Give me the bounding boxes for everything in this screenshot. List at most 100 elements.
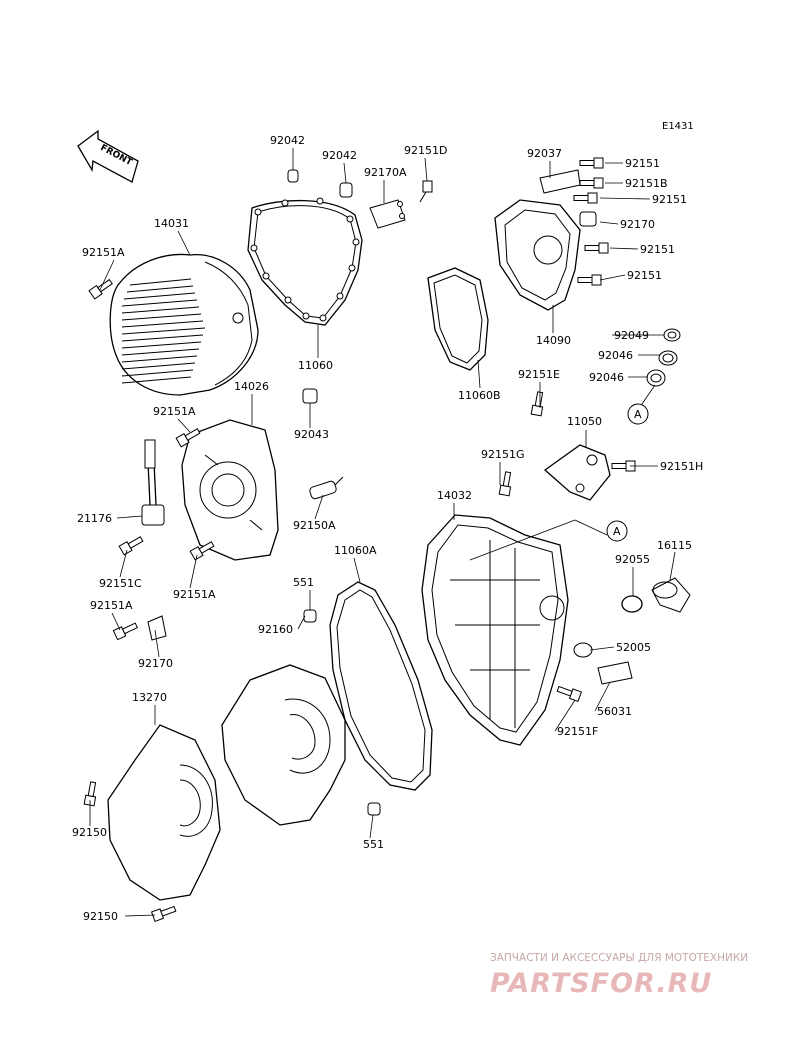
seal-icon bbox=[573, 642, 593, 658]
bolt-icon bbox=[112, 622, 139, 641]
gasket-11060 bbox=[247, 199, 363, 326]
part-label-92151A-b: 92151A bbox=[153, 405, 196, 418]
leader-line bbox=[116, 515, 143, 519]
bolt-icon bbox=[419, 180, 433, 203]
clamp-icon bbox=[147, 615, 167, 641]
dowel-icon bbox=[367, 802, 381, 816]
part-label-92151A-a: 92151A bbox=[82, 246, 125, 259]
leader-line bbox=[369, 814, 374, 839]
leader-line bbox=[477, 359, 481, 389]
guard-plate bbox=[221, 664, 346, 826]
sensor-21176 bbox=[141, 439, 165, 526]
part-label-92170A: 92170A bbox=[364, 166, 407, 179]
part-label-92037: 92037 bbox=[527, 147, 562, 160]
part-label-14032: 14032 bbox=[437, 489, 472, 502]
bolt-icon bbox=[556, 685, 583, 703]
bolt-icon bbox=[83, 781, 97, 807]
svg-text:A: A bbox=[634, 408, 642, 421]
leader-line bbox=[177, 230, 191, 256]
part-label-92055: 92055 bbox=[615, 553, 650, 566]
part-label-92151D: 92151D bbox=[404, 144, 447, 157]
leader-line bbox=[177, 418, 191, 433]
bolt-icon bbox=[573, 192, 598, 204]
part-label-92151A-d: 92151A bbox=[90, 599, 133, 612]
part-label-92170-a: 92170 bbox=[620, 218, 655, 231]
part-label-52005: 52005 bbox=[616, 641, 651, 654]
dowel-icon bbox=[339, 182, 353, 198]
leader-line bbox=[314, 494, 324, 520]
part-label-92151F: 92151F bbox=[557, 725, 598, 738]
gasket-11060A bbox=[329, 581, 433, 791]
leader-line bbox=[343, 162, 347, 184]
leader-line bbox=[124, 914, 156, 917]
cover-14090 bbox=[494, 169, 581, 311]
part-label-92151C: 92151C bbox=[99, 577, 142, 590]
bracket-11050 bbox=[543, 444, 611, 501]
watermark-subtitle: ЗАПЧАСТИ И АКСЕССУАРЫ ДЛЯ МОТОТЕХНИКИ bbox=[490, 952, 748, 964]
bolt-icon bbox=[88, 278, 113, 300]
part-label-14090: 14090 bbox=[536, 334, 571, 347]
leader-line bbox=[599, 221, 619, 225]
bolt-icon bbox=[150, 905, 177, 923]
watermark-logo: PARTSFOR.RU bbox=[490, 968, 712, 999]
leader-line bbox=[99, 259, 115, 291]
part-label-92151-a: 92151 bbox=[625, 157, 660, 170]
part-label-92049: 92049 bbox=[614, 329, 649, 342]
leader-line bbox=[111, 612, 121, 631]
filler-cap-16115 bbox=[651, 577, 691, 613]
part-label-92151A-c: 92151A bbox=[173, 588, 216, 601]
generator-cover-14031 bbox=[109, 253, 259, 396]
leader-line bbox=[594, 681, 611, 712]
part-label-92151E: 92151E bbox=[518, 368, 560, 381]
callout-a-top: A bbox=[627, 384, 656, 425]
part-label-551-a: 551 bbox=[293, 576, 314, 589]
svg-text:A: A bbox=[613, 525, 621, 538]
oring-icon bbox=[621, 595, 643, 613]
part-label-92150-b: 92150 bbox=[83, 910, 118, 923]
part-label-92151-d: 92151 bbox=[627, 269, 662, 282]
label-plate-icon bbox=[597, 661, 633, 685]
part-label-16115: 16115 bbox=[657, 539, 692, 552]
dowel-icon bbox=[302, 388, 318, 404]
cover-14026 bbox=[181, 419, 279, 561]
dowel-icon bbox=[287, 169, 299, 183]
seal-icon bbox=[646, 369, 666, 387]
part-label-92150-a: 92150 bbox=[72, 826, 107, 839]
bolt-icon bbox=[118, 536, 144, 556]
leader-line bbox=[599, 274, 626, 281]
bolt-icon bbox=[189, 541, 215, 561]
part-label-92150A: 92150A bbox=[293, 519, 336, 532]
front-arrow-label: FRONT bbox=[99, 143, 135, 168]
bolt-icon bbox=[579, 157, 604, 169]
part-label-92151G: 92151G bbox=[481, 448, 525, 461]
bolt-icon bbox=[584, 242, 609, 254]
leader-line bbox=[599, 197, 651, 200]
stud-icon bbox=[309, 476, 344, 500]
leader-line bbox=[189, 554, 198, 589]
clutch-cover-14032 bbox=[421, 514, 569, 746]
part-label-551-b: 551 bbox=[363, 838, 384, 851]
leader-line bbox=[609, 247, 639, 250]
leader-line bbox=[353, 557, 361, 583]
gasket-11060B bbox=[427, 267, 489, 371]
part-label-11060A: 11060A bbox=[334, 544, 377, 557]
cover-13270 bbox=[107, 724, 221, 901]
dowel-icon bbox=[303, 609, 317, 623]
leader-line bbox=[424, 157, 428, 182]
part-label-92043: 92043 bbox=[294, 428, 329, 441]
part-label-56031: 56031 bbox=[597, 705, 632, 718]
part-label-92170-b: 92170 bbox=[138, 657, 173, 670]
seal-icon bbox=[658, 350, 678, 366]
leader-line bbox=[589, 646, 615, 651]
part-label-92046-a: 92046 bbox=[598, 349, 633, 362]
part-label-92151-b: 92151 bbox=[652, 193, 687, 206]
clamp-icon bbox=[579, 211, 597, 227]
bolt-icon bbox=[498, 471, 512, 497]
part-label-11050: 11050 bbox=[567, 415, 602, 428]
bolt-icon bbox=[579, 177, 604, 189]
part-label-92151B: 92151B bbox=[625, 177, 668, 190]
part-label-92151-c: 92151 bbox=[640, 243, 675, 256]
part-label-14031: 14031 bbox=[154, 217, 189, 230]
leader-line bbox=[669, 551, 676, 581]
